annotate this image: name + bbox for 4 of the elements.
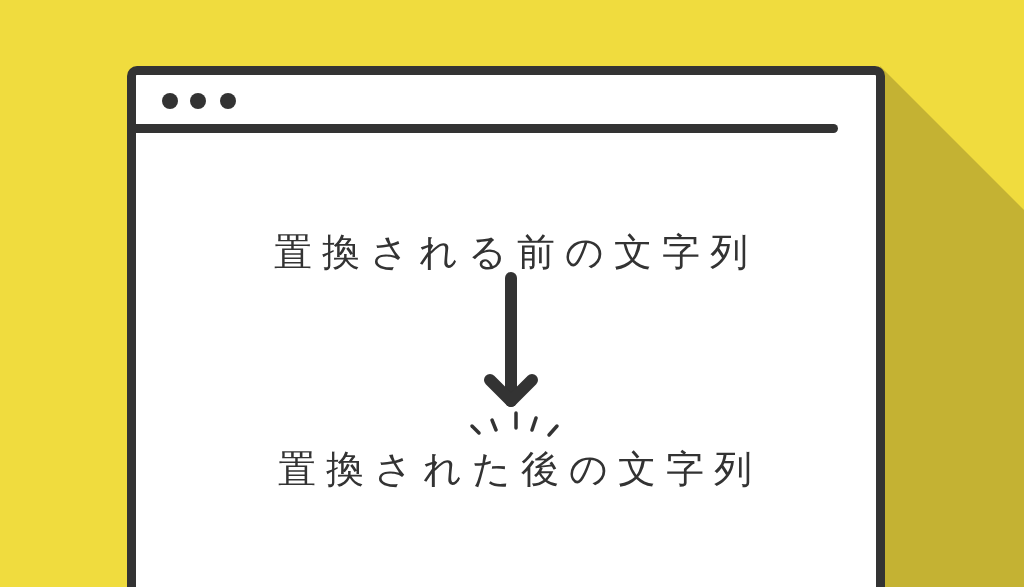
string-text: 置換される前の文字列 (264, 229, 758, 275)
browser-window (127, 66, 885, 587)
arrow (484, 272, 538, 407)
string-text: 置換された後の文字列 (277, 446, 762, 492)
